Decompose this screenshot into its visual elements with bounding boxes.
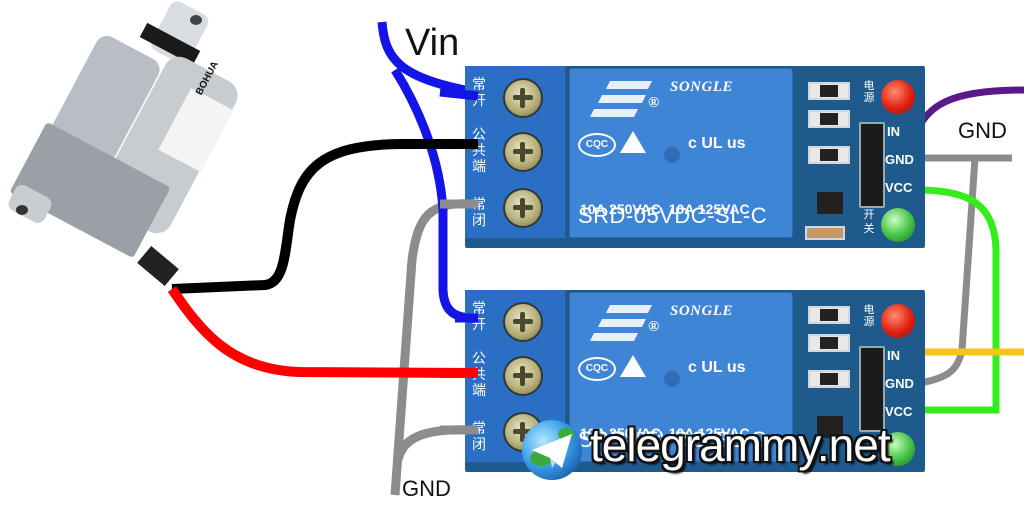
relay-vent-hole [664, 147, 680, 163]
vcc-wire [917, 186, 1000, 414]
terminal-label-com: 公共端 [472, 126, 486, 174]
smd-resistor [808, 110, 850, 128]
actuator-label [158, 87, 234, 173]
relay-vent-hole [664, 371, 680, 387]
screw-terminal-no [503, 78, 543, 118]
smd-resistor [808, 82, 850, 100]
pin-header [859, 122, 885, 208]
pin-gnd: GND [885, 152, 914, 167]
switch-led-label: 开关 [863, 209, 875, 235]
registered-mark: ® [648, 319, 660, 335]
songle-logo-icon [590, 305, 652, 341]
gnd-label-bottom: GND [402, 476, 451, 501]
rating-line-ac: 10A 250VAC 10A 125VAC [580, 425, 750, 441]
registered-mark: ® [648, 95, 660, 111]
terminal-label-no: 常开 [472, 76, 486, 108]
actuator-black-wire [171, 139, 475, 294]
power-led-label: 电源 [863, 304, 875, 328]
actuator-red-wire [167, 286, 476, 378]
watermark-text: telegrammy.net [590, 419, 891, 471]
relay-model: SRD-05VDC-SL-C [578, 427, 768, 452]
relay-brand: SONGLE [670, 79, 734, 95]
smd-resistor [808, 146, 850, 164]
telegram-globe-icon [522, 420, 582, 480]
songle-logo-icon [590, 81, 652, 117]
actuator-cable-boot [137, 246, 179, 286]
status-led-green [881, 208, 915, 242]
power-led-red [881, 80, 915, 114]
relay-brand: SONGLE [670, 303, 734, 319]
vin-termination-top [439, 87, 479, 101]
screw-terminal-com [503, 356, 543, 396]
cqc-mark-icon: CQC [578, 357, 616, 381]
rating-line-ac: 10A 250VAC 10A 125VAC [580, 201, 750, 217]
ccc-triangle-icon [620, 131, 646, 153]
vin-wire [377, 21, 476, 97]
rating-line-dc: 10A 30VDC 10A 28VDC [580, 249, 744, 265]
ul-mark-icon: c UL us [688, 359, 746, 376]
rating-line-dc: 10A 30VDC 10A 28VDC [580, 473, 744, 489]
actuator-collar [139, 22, 201, 66]
flyback-diode [805, 226, 845, 240]
power-led-red [881, 304, 915, 338]
pin-in: IN [887, 124, 900, 139]
smd-resistor [808, 370, 850, 388]
pin-gnd: GND [885, 376, 914, 391]
relay-body: SONGLE ® CQC c UL us 10A 250VAC 10A 125V… [569, 68, 793, 265]
screw-terminal-com [503, 132, 543, 172]
power-led-label: 电源 [863, 80, 875, 104]
pin-vcc: VCC [885, 404, 913, 419]
actuator-base [10, 123, 170, 257]
vin-label: Vin [405, 22, 460, 64]
relay-model: SRD-05VDC-SL-C [578, 203, 768, 228]
relay-body: SONGLE ® CQC c UL us 10A 250VAC 10A 125V… [569, 292, 793, 489]
relay-rating: 10A 250VAC 10A 125VAC 10A 30VDC 10A 28VD… [580, 393, 750, 521]
relay-module-bottom: 常开 公共端 常闭 SONGLE ® CQC c UL us 10A 250VA… [465, 290, 925, 489]
pin-header [859, 346, 885, 432]
pin-in: IN [887, 348, 900, 363]
gnd-label-right: GND [958, 118, 1007, 143]
ccc-triangle-icon [620, 355, 646, 377]
smd-resistor [808, 306, 850, 324]
ul-mark-icon: c UL us [688, 135, 746, 152]
smd-transistor [817, 192, 843, 214]
screw-terminal-no [503, 302, 543, 342]
screw-terminal-nc [503, 188, 543, 228]
cqc-mark-icon: CQC [578, 133, 616, 157]
smd-resistor [808, 334, 850, 352]
relay-rating: 10A 250VAC 10A 125VAC 10A 30VDC 10A 28VD… [580, 169, 750, 297]
vin-wire-branch [391, 67, 476, 323]
relay-module-top: 常开 公共端 常闭 SONGLE ® CQC c UL us 10A 250VA… [465, 66, 925, 265]
pin-vcc: VCC [885, 180, 913, 195]
status-led-green [881, 432, 915, 466]
smd-transistor [817, 416, 843, 438]
